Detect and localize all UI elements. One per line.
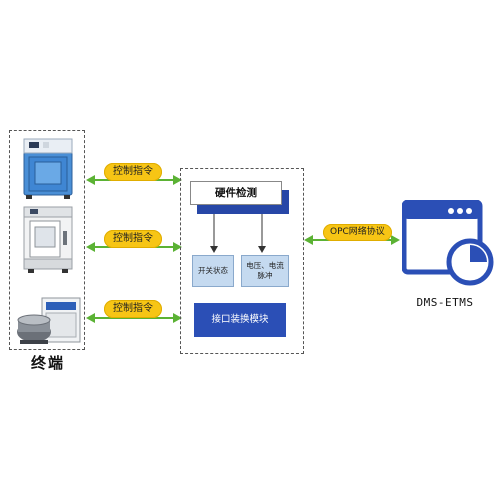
switch-down-arrow [209, 214, 219, 258]
interface-module-box: 接口装换模块 [194, 303, 286, 337]
terminal-group-frame [9, 130, 85, 350]
terminal-label: 终端 [30, 354, 65, 372]
voltage-current-label-line1: 电压、电流 [246, 261, 284, 270]
control-command-arrow-3 [86, 311, 182, 325]
hardware-panel-frame [180, 168, 304, 354]
hardware-detection-title: 硬件检测 [190, 181, 282, 205]
control-command-label-3: 控制指令 [104, 300, 162, 318]
vibration-table-icon [14, 296, 84, 348]
opc-protocol-label: OPC网络协议 [323, 224, 392, 241]
voltage-current-label-line2: 脉冲 [257, 271, 273, 280]
climate-chamber-icon [22, 138, 74, 200]
control-command-label-1: 控制指令 [104, 163, 162, 181]
switch-state-label: 开关状态 [198, 266, 228, 275]
voltage-current-box: 电压、电流 脉冲 [241, 255, 289, 287]
switch-state-box: 开关状态 [192, 255, 234, 287]
voltage-down-arrow [257, 214, 267, 258]
control-command-label-2: 控制指令 [104, 230, 162, 248]
test-chamber-icon [22, 206, 74, 274]
application-window-chart-icon [401, 199, 494, 290]
dms-etms-label: DMS-ETMS [416, 296, 474, 309]
